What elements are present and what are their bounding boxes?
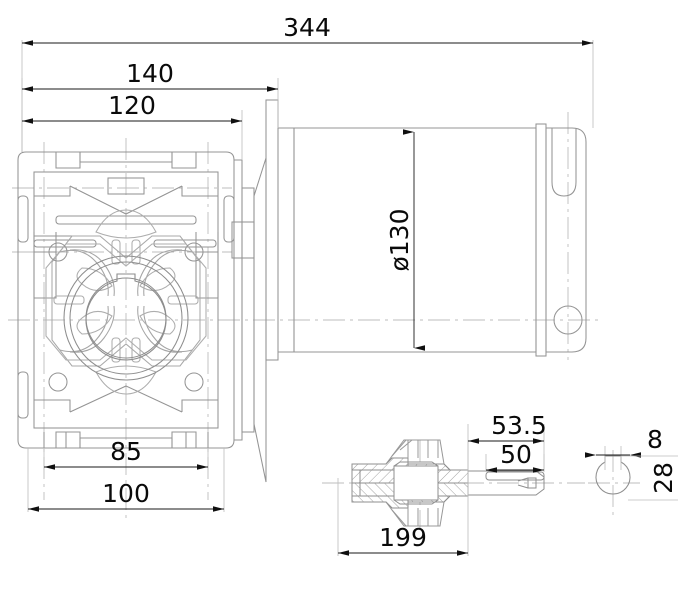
dimension-28-label: 28 [649, 462, 678, 494]
dimension-344: 344 [21, 13, 594, 152]
motor-adapter-flange [231, 99, 295, 483]
dimension-8: 8 [585, 425, 663, 470]
dimension-50: 50 [485, 440, 545, 473]
dimension-diameter-130: ø130 [385, 129, 425, 351]
dimension-53-5: 53.5 [467, 411, 547, 470]
dimension-85: 85 [43, 437, 209, 470]
dimension-100-label: 100 [102, 479, 150, 508]
hollow-shaft-section-view [351, 439, 545, 527]
dimension-199: 199 [337, 440, 469, 556]
dimension-140: 140 [21, 59, 279, 152]
dimension-120: 120 [21, 91, 243, 160]
dimension-50-label: 50 [500, 440, 532, 469]
dimension-344-label: 344 [283, 13, 331, 42]
dimension-100: 100 [27, 448, 225, 512]
shaft-end-view [595, 455, 631, 495]
dimension-85-label: 85 [110, 437, 142, 466]
motor-body [293, 123, 587, 357]
dimension-140-label: 140 [126, 59, 174, 88]
dimension-53-5-label: 53.5 [491, 411, 547, 440]
dimension-120-label: 120 [108, 91, 156, 120]
dimension-28: 28 [621, 455, 678, 501]
dimension-diameter-130-label: ø130 [385, 208, 414, 271]
dimension-8-label: 8 [647, 425, 663, 454]
hollow-shaft-bore-keyway [85, 273, 167, 361]
dimension-199-label: 199 [379, 523, 427, 552]
